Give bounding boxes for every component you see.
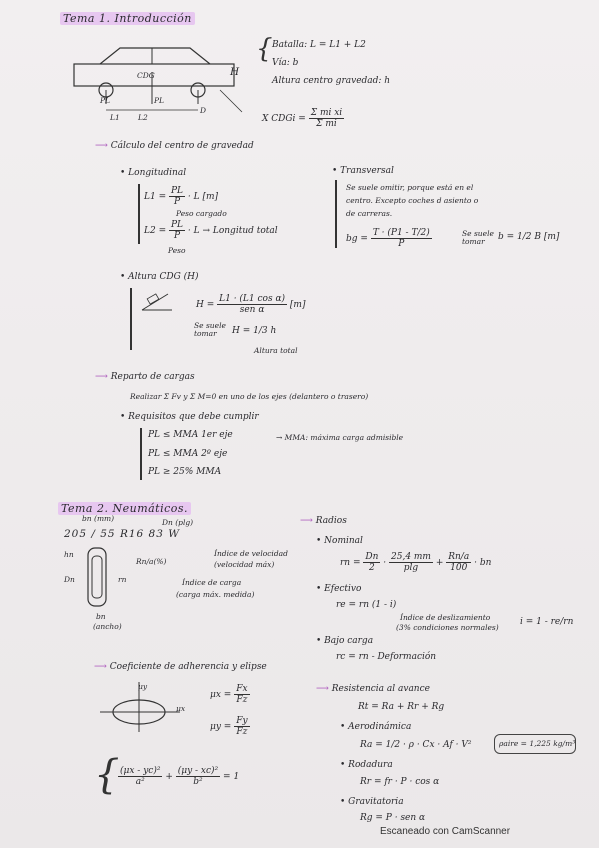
transversal-note-2: centro. Excepto coches d asiento o bbox=[346, 196, 479, 205]
axis-uy: μy bbox=[138, 682, 148, 691]
reparto-line: Realizar Σ Fv y Σ M=0 en uno de los ejes… bbox=[130, 392, 369, 401]
mma-note: → MMA: máxima carga admisible bbox=[276, 433, 404, 442]
note-peso: Peso bbox=[168, 246, 186, 255]
car-diagram bbox=[73, 47, 243, 113]
label-bn: bn bbox=[96, 612, 106, 621]
car-label-h: H bbox=[230, 66, 240, 78]
requisitos-label: • Requisitos que debe cumplir bbox=[120, 412, 259, 422]
transversal-result: b = 1/2 B [m] bbox=[498, 232, 560, 242]
altura-se-suele: Se suele tomar bbox=[194, 321, 226, 338]
transversal-note-1: Se suele omitir, porque está en el bbox=[346, 183, 474, 192]
label-carga-max: (carga máx. medida) bbox=[176, 590, 255, 599]
label-rn-pct: Rn/a(%) bbox=[136, 557, 167, 566]
label-dn: Dn bbox=[64, 575, 75, 584]
rc-formula: rc = rn - Deformación bbox=[336, 652, 437, 662]
def-altura: Altura centro gravedad: h bbox=[272, 76, 391, 86]
tema1-title: Tema 1. Introducción bbox=[60, 12, 195, 25]
transversal-bar bbox=[335, 180, 337, 248]
i-formula: i = 1 - re/rn bbox=[520, 617, 574, 627]
ellipse-brace: { bbox=[94, 752, 120, 798]
re-formula: re = rn (1 - i) bbox=[336, 600, 397, 610]
transversal-note-3: de carreras. bbox=[346, 209, 393, 218]
car-label-l2: L2 bbox=[138, 113, 148, 122]
longitudinal-label: • Longitudinal bbox=[120, 168, 187, 178]
adherence-ellipse bbox=[100, 682, 180, 732]
calculo-heading: ⟶ Cálculo del centro de gravedad bbox=[95, 141, 254, 151]
car-label-pl1: PL bbox=[100, 96, 111, 105]
def-batalla: Batalla: L = L1 + L2 bbox=[272, 40, 366, 50]
car-label-l1: L1 bbox=[110, 113, 120, 122]
radios-heading: ⟶ Radios bbox=[300, 516, 347, 526]
bajo-carga-label: • Bajo carga bbox=[316, 636, 374, 646]
transversal-se-suele: Se suele tomar bbox=[462, 229, 494, 246]
transversal-formula: bg = T · (P1 - T/2)P bbox=[346, 228, 432, 249]
efectivo-label: • Efectivo bbox=[316, 584, 362, 594]
label-rn: rn bbox=[118, 575, 127, 584]
def-via: Vía: b bbox=[272, 58, 299, 68]
resistencia-heading: ⟶ Resistencia al avance bbox=[316, 684, 430, 694]
label-indice-vel: Índice de velocidad bbox=[214, 549, 288, 558]
label-ancho: (ancho) bbox=[93, 622, 122, 631]
slope-sketch bbox=[141, 293, 172, 311]
rodadura-label: • Rodadura bbox=[340, 760, 393, 770]
gravitatoria-label: • Gravitatoria bbox=[340, 797, 404, 807]
condiciones-normales: (3% condiciones normales) bbox=[396, 623, 499, 632]
altura-result: H = 1/3 h bbox=[232, 326, 277, 336]
car-label-pl2: PL bbox=[154, 96, 165, 105]
car-label-d: D bbox=[200, 106, 207, 115]
label-bn-mm: bn (mm) bbox=[82, 514, 115, 523]
brace-left: { bbox=[256, 34, 273, 64]
altura-note: Altura total bbox=[254, 346, 298, 355]
aero-label: • Aerodinámica bbox=[340, 722, 412, 732]
req-3: PL ≥ 25% MMA bbox=[148, 467, 222, 477]
label-vel-max: (velocidad máx) bbox=[214, 560, 275, 569]
transversal-label: • Transversal bbox=[332, 166, 394, 176]
car-label-cdg: CDG bbox=[137, 71, 155, 80]
label-dn-plg: Dn (plg) bbox=[162, 518, 194, 527]
nominal-label: • Nominal bbox=[316, 536, 363, 546]
tire-code: 205 / 55 R16 83 W bbox=[64, 528, 181, 540]
req-1: PL ≤ MMA 1er eje bbox=[148, 430, 233, 440]
tire-sketch bbox=[87, 547, 107, 607]
aero-formula: Ra = 1/2 · ρ · Cx · Af · V² bbox=[360, 740, 472, 750]
rodadura-formula: Rr = fr · P · cos α bbox=[360, 777, 440, 787]
requisitos-bar bbox=[140, 428, 142, 480]
indice-deslizamiento: Índice de deslizamiento bbox=[400, 613, 491, 622]
gravitatoria-formula: Rg = P · sen α bbox=[360, 813, 426, 823]
label-indice-carga: Índice de carga bbox=[182, 578, 242, 587]
tema2-title: Tema 2. Neumáticos. bbox=[58, 502, 192, 515]
rho-value: ρaire = 1,225 kg/m³ bbox=[499, 739, 576, 748]
coef-heading: ⟶ Coeficiente de adherencia y elipse bbox=[94, 662, 267, 672]
altura-label: • Altura CDG (H) bbox=[120, 272, 199, 282]
note-peso-cargado: Peso cargado bbox=[176, 209, 227, 218]
rt-formula: Rt = Ra + Rr + Rg bbox=[358, 702, 445, 712]
camscanner-footer: Escaneado con CamScanner bbox=[380, 826, 511, 837]
req-2: PL ≤ MMA 2º eje bbox=[148, 449, 228, 459]
reparto-heading: ⟶ Reparto de cargas bbox=[95, 372, 195, 382]
altura-formula: H = L1 · (L1 cos α)sen α [m] bbox=[196, 294, 306, 315]
altura-bar bbox=[130, 288, 132, 350]
label-hn: hn bbox=[64, 550, 74, 559]
longitudinal-bar bbox=[138, 184, 140, 244]
rho-box bbox=[494, 734, 576, 754]
axis-ux: μx bbox=[176, 704, 186, 713]
